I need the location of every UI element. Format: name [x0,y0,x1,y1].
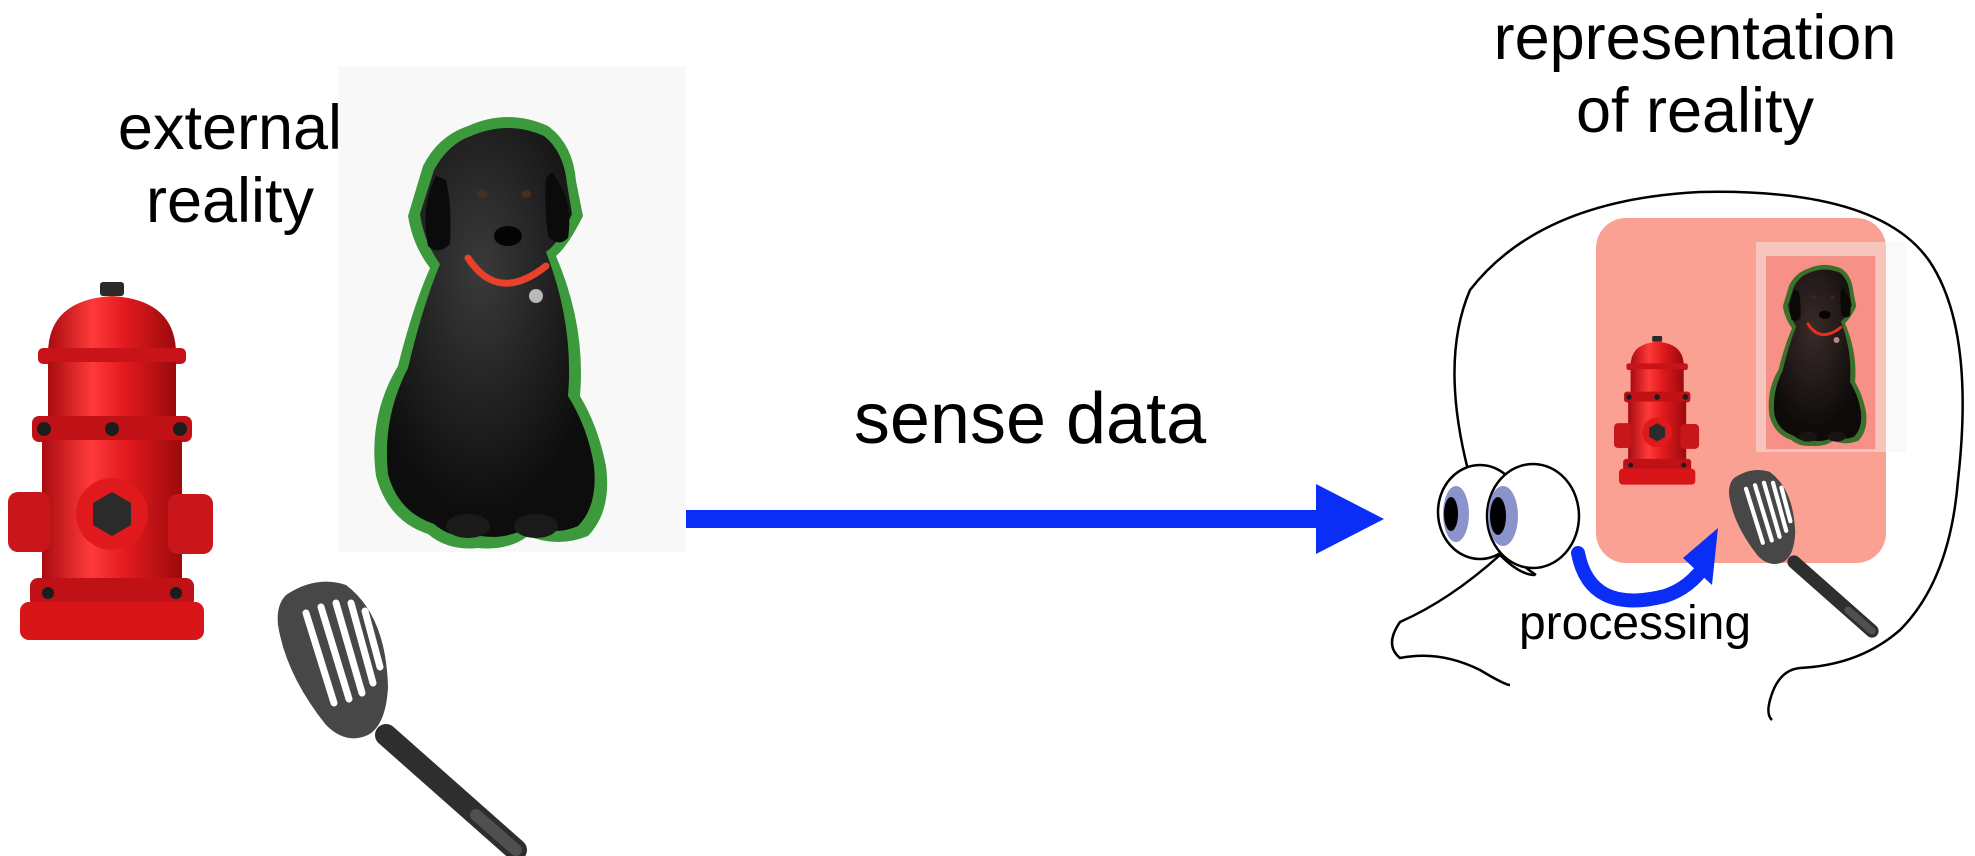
eyes-icon [1436,462,1581,570]
curved-arrow-icon [1571,528,1718,608]
sense-data-label: sense data [853,379,1207,459]
external-reality-label: external reality [117,93,343,237]
representation-label: representation of reality [1493,3,1897,147]
head-outline [1453,190,1964,721]
processing-label: processing [1518,597,1752,650]
spatula-image [278,582,516,850]
represented-dog-image [1766,256,1876,450]
neck-line [1390,554,1511,687]
hydrant-image [8,282,213,640]
sense-data-arrow [686,484,1384,554]
chin-line [1499,554,1536,577]
